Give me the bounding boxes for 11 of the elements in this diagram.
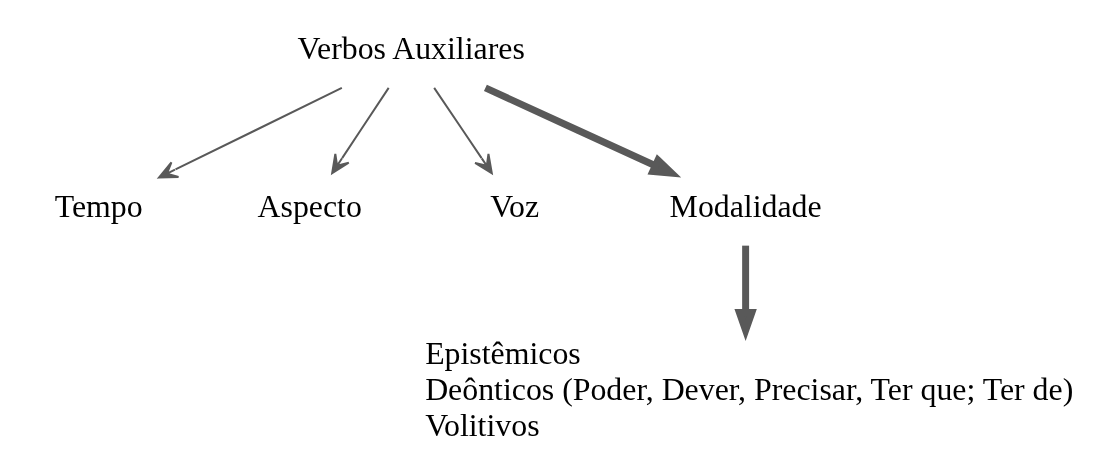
node-text: Epistêmicos Deônticos (Poder, Dever, Precisar, Ter que; Ter de) Volitivos (424, 335, 1073, 443)
node-text: Modalidade (669, 188, 822, 224)
arrow (733, 245, 757, 341)
arrow (330, 86, 390, 175)
arrow (483, 84, 681, 178)
node-text: Verbos Auxiliares (297, 31, 525, 67)
arrow (157, 86, 343, 179)
arrow (432, 86, 493, 175)
node-text: Aspecto (257, 188, 362, 224)
node-text: Voz (489, 188, 539, 224)
node-text: Tempo (54, 188, 143, 224)
